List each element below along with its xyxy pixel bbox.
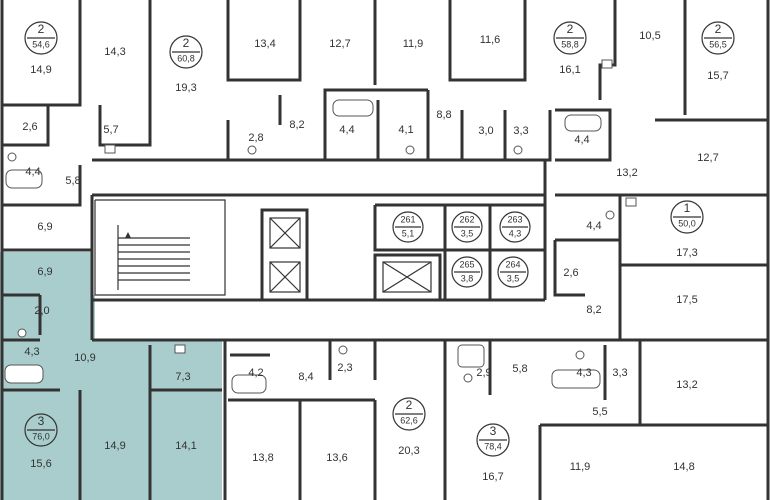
apartment-area: 60,8 <box>177 53 195 63</box>
storage-area: 4,3 <box>509 228 522 238</box>
room-area: 3,3 <box>612 367 627 379</box>
storage-number: 264 <box>505 259 520 269</box>
room-area: 5,5 <box>592 406 607 418</box>
apartment-badge-a5[interactable]: 1 50,0 <box>670 200 704 234</box>
room-area: 20,3 <box>398 445 419 457</box>
room-area: 2,9 <box>476 367 491 379</box>
room-area: 5,7 <box>103 124 118 136</box>
apartment-badge-a2[interactable]: 2 60,8 <box>169 35 203 69</box>
storage-badge-265[interactable]: 265 3,8 <box>451 256 483 288</box>
storage-area: 3,5 <box>507 273 520 283</box>
room-area: 8,4 <box>298 371 313 383</box>
room-area: 4,4 <box>25 166 40 178</box>
apartment-area: 78,4 <box>484 441 502 451</box>
apartment-area: 50,0 <box>678 218 696 228</box>
room-area: 2,0 <box>34 305 49 317</box>
apartment-area: 62,6 <box>400 415 418 425</box>
room-area: 13,2 <box>616 167 637 179</box>
apartment-area: 54,6 <box>32 39 50 49</box>
room-area: 4,2 <box>248 367 263 379</box>
room-area: 7,3 <box>175 371 190 383</box>
room-area: 4,4 <box>339 124 354 136</box>
storage-area: 3,5 <box>461 228 474 238</box>
apartment-badge-a3[interactable]: 2 58,8 <box>553 21 587 55</box>
room-area: 14,1 <box>175 440 196 452</box>
apartment-rooms: 1 <box>684 201 691 215</box>
room-area: 2,6 <box>563 267 578 279</box>
room-area: 13,8 <box>252 452 273 464</box>
apartment-rooms: 2 <box>567 22 574 36</box>
apartment-badge-a7[interactable]: 2 62,6 <box>392 397 426 431</box>
room-area: 11,9 <box>570 461 591 473</box>
room-area: 16,7 <box>482 471 503 483</box>
apartment-rooms: 3 <box>490 424 497 438</box>
room-area: 3,0 <box>478 125 493 137</box>
highlighted-apartment[interactable] <box>0 252 222 500</box>
room-area: 10,5 <box>639 30 660 42</box>
storage-badge-263[interactable]: 263 4,3 <box>499 211 531 243</box>
room-area: 13,4 <box>254 38 275 50</box>
room-area: 4,4 <box>574 134 589 146</box>
room-area: 17,3 <box>676 247 697 259</box>
apartment-area: 58,8 <box>561 39 579 49</box>
room-area: 14,9 <box>30 64 51 76</box>
staircase <box>117 225 190 290</box>
fixtures <box>4 59 637 394</box>
room-area: 10,9 <box>74 352 95 364</box>
room-labels: 14,9 14,3 13,4 12,7 11,9 11,6 16,1 10,5 … <box>22 30 728 483</box>
room-area: 14,3 <box>104 46 125 58</box>
room-area: 4,3 <box>24 346 39 358</box>
room-area: 5,8 <box>512 363 527 375</box>
room-area: 11,6 <box>480 34 501 46</box>
room-area: 13,2 <box>676 379 697 391</box>
storage-number: 263 <box>507 214 522 224</box>
apartment-rooms: 2 <box>406 398 413 412</box>
room-area: 19,3 <box>175 82 196 94</box>
room-area: 5,8 <box>65 175 80 187</box>
room-area: 6,9 <box>37 221 52 233</box>
room-area: 3,3 <box>513 125 528 137</box>
apartment-rooms: 2 <box>183 36 190 50</box>
room-area: 15,7 <box>707 70 728 82</box>
room-area: 14,9 <box>104 440 125 452</box>
room-area: 11,9 <box>403 38 424 50</box>
storage-area: 3,8 <box>461 273 474 283</box>
room-area: 13,6 <box>326 452 347 464</box>
storage-area: 5,1 <box>402 228 415 238</box>
apartment-badge-a1[interactable]: 2 54,6 <box>24 21 58 55</box>
room-area: 2,8 <box>248 132 263 144</box>
storage-number: 261 <box>400 214 415 224</box>
room-area: 4,3 <box>576 367 591 379</box>
room-area: 17,5 <box>676 294 697 306</box>
room-area: 2,6 <box>22 121 37 133</box>
room-area: 8,8 <box>436 109 451 121</box>
apartment-badge-a6[interactable]: 3 76,0 <box>24 413 58 447</box>
room-area: 4,4 <box>586 220 601 232</box>
room-area: 2,3 <box>337 362 352 374</box>
apartment-area: 76,0 <box>32 431 50 441</box>
storage-badge-261[interactable]: 261 5,1 <box>392 211 424 243</box>
storage-badge-262[interactable]: 262 3,5 <box>451 211 483 243</box>
apartment-rooms: 2 <box>715 22 722 36</box>
room-area: 12,7 <box>329 38 350 50</box>
storage-badge-264[interactable]: 264 3,5 <box>497 256 529 288</box>
room-area: 16,1 <box>559 64 580 76</box>
room-area: 8,2 <box>289 119 304 131</box>
room-area: 14,8 <box>673 461 694 473</box>
room-area: 8,2 <box>586 304 601 316</box>
room-area: 15,6 <box>30 458 51 470</box>
apartment-badge-a8[interactable]: 3 78,4 <box>476 423 510 457</box>
apartment-rooms: 3 <box>38 414 45 428</box>
room-area: 6,9 <box>37 266 52 278</box>
room-area: 4,1 <box>398 124 413 136</box>
apartment-rooms: 2 <box>38 22 45 36</box>
room-area: 12,7 <box>697 152 718 164</box>
storage-number: 262 <box>459 214 474 224</box>
apartment-badge-a4[interactable]: 2 56,5 <box>701 21 735 55</box>
storage-number: 265 <box>459 259 474 269</box>
apartment-area: 56,5 <box>709 39 727 49</box>
